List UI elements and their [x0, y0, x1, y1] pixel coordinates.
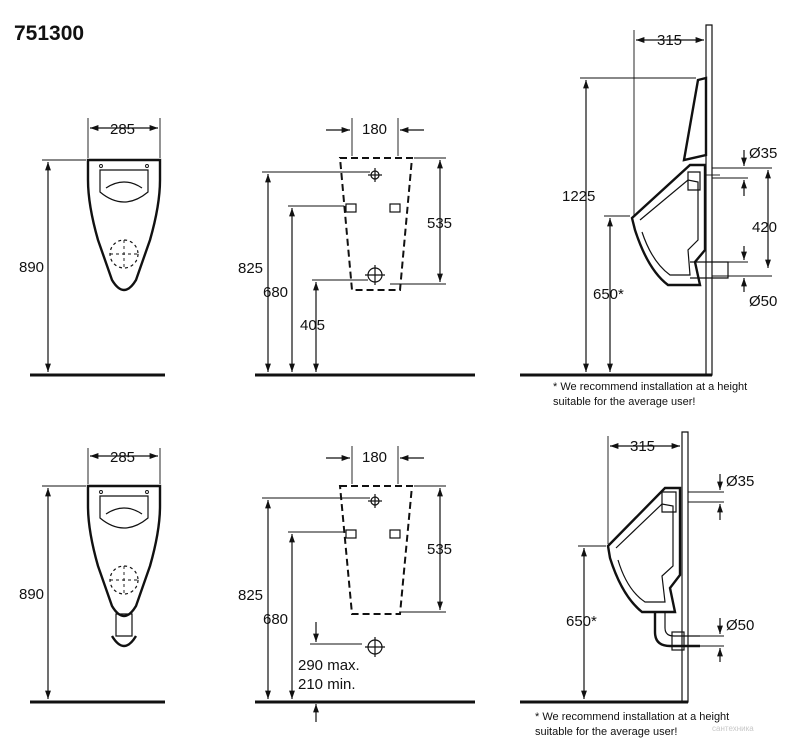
model-number: 751300: [14, 22, 84, 45]
bottom-side-depth: 315: [630, 438, 655, 455]
top-plan-view: [255, 118, 475, 377]
bottom-plan-680: 680: [263, 611, 288, 628]
bottom-side-note-line2: suitable for the average user!: [535, 726, 677, 738]
top-plan-825: 825: [238, 260, 263, 277]
bottom-side-note-line1: * We recommend installation at a height: [535, 711, 729, 723]
top-side-depth: 315: [657, 32, 682, 49]
bottom-plan-view: [255, 446, 475, 722]
top-front-width: 285: [110, 121, 135, 138]
top-side-1225: 1225: [562, 188, 595, 205]
bottom-side-d35: Ø35: [726, 473, 754, 490]
watermark-text: сантехника: [712, 724, 754, 733]
bottom-plan-max: 290 max.: [298, 657, 360, 674]
bottom-front-width: 285: [110, 449, 135, 466]
top-side-note-line1: * We recommend installation at a height: [553, 381, 747, 393]
top-side-d35: Ø35: [749, 145, 777, 162]
bottom-front-height: 890: [19, 586, 44, 603]
top-side-d50: Ø50: [749, 293, 777, 310]
bottom-side-650: 650*: [566, 613, 597, 630]
top-plan-535: 535: [427, 215, 452, 232]
top-side-view: [520, 24, 772, 377]
top-front-view: [30, 118, 165, 377]
bottom-side-d50: Ø50: [726, 617, 754, 634]
top-plan-680: 680: [263, 284, 288, 301]
bottom-front-view: [30, 448, 165, 704]
top-front-height: 890: [19, 259, 44, 276]
top-side-650: 650*: [593, 286, 624, 303]
top-plan-405: 405: [300, 317, 325, 334]
bottom-plan-width: 180: [362, 449, 387, 466]
bottom-plan-min: 210 min.: [298, 676, 356, 693]
bottom-plan-825: 825: [238, 587, 263, 604]
top-side-420: 420: [752, 219, 777, 236]
bottom-side-view: [520, 431, 724, 704]
top-side-note-line2: suitable for the average user!: [553, 396, 695, 408]
top-plan-width: 180: [362, 121, 387, 138]
bottom-plan-535: 535: [427, 541, 452, 558]
